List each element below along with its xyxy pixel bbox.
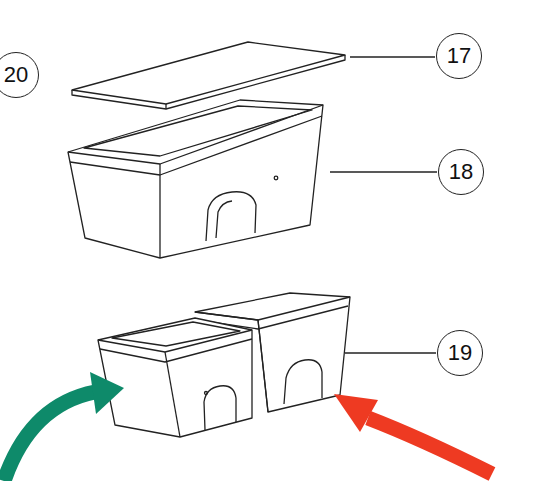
leader-line — [345, 352, 436, 353]
callout-number: 20 — [4, 64, 28, 86]
leader-line — [330, 171, 437, 172]
callout-circle: 20 — [0, 52, 39, 98]
green-arrow — [4, 372, 124, 481]
lid-part — [72, 42, 345, 109]
callout-circle: 17 — [436, 33, 482, 79]
callout-number: 17 — [447, 45, 471, 67]
callout-number: 18 — [449, 161, 473, 183]
small-bins-part — [98, 293, 350, 437]
callout-circle: 18 — [438, 149, 484, 195]
large-bin-part — [68, 100, 323, 258]
callout-number: 19 — [448, 342, 472, 364]
leader-line — [350, 56, 435, 57]
red-arrow — [334, 394, 492, 474]
callout-circle: 19 — [437, 330, 483, 376]
